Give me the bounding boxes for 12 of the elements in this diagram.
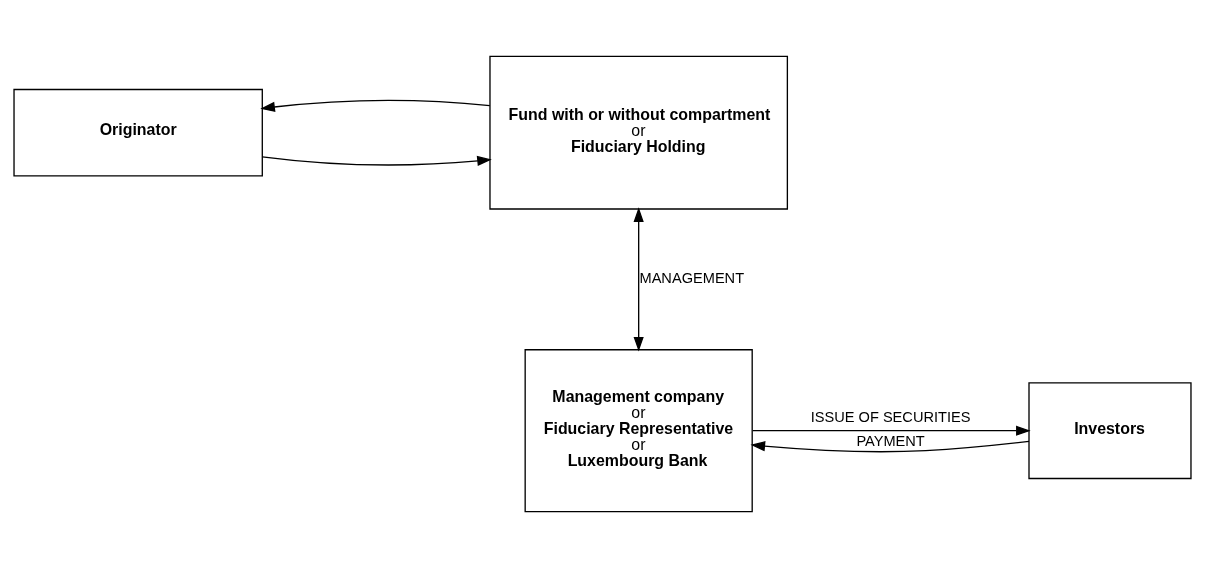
- node-box: Management company or Fiduciary Representative or Luxembourg Bank: [524, 349, 753, 513]
- arrow: [633, 207, 644, 352]
- arrow: [752, 425, 1031, 436]
- node-box: Originator: [13, 88, 263, 177]
- node-box: Investors: [1028, 382, 1192, 480]
- arrow: [261, 155, 492, 167]
- arrow: [750, 440, 1030, 453]
- arrow: [260, 99, 491, 113]
- edge-label: ISSUE OF SECURITIES: [810, 409, 971, 426]
- node-box: Fund with or without compartment or Fiduciary Holding: [489, 55, 789, 210]
- edge-label: PAYMENT: [856, 433, 925, 450]
- edge-label: MANAGEMENT: [639, 270, 745, 287]
